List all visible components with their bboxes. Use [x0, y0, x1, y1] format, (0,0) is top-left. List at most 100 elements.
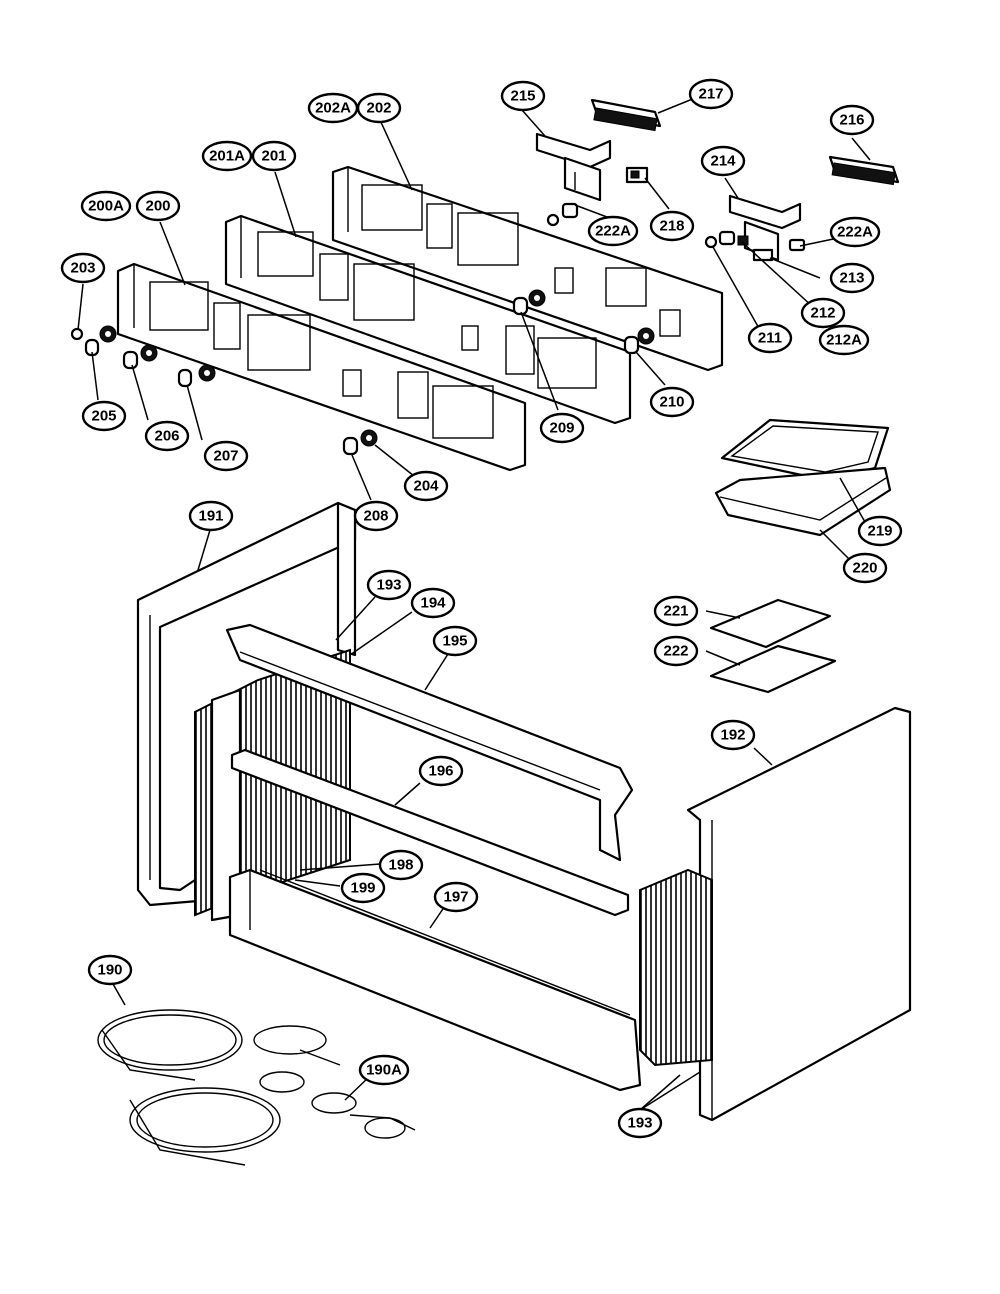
callout-195: 195: [432, 625, 478, 657]
callout-206: 206: [144, 420, 190, 452]
callout-label: 191: [198, 508, 223, 525]
callout-210: 210: [649, 386, 695, 418]
bracket-215: [535, 132, 612, 202]
callout-label: 194: [420, 595, 446, 612]
callout-203: 203: [60, 252, 106, 284]
callout-212: 212: [800, 297, 846, 329]
callout-208: 208: [353, 500, 399, 532]
callout-200a: 200A: [80, 190, 132, 222]
callout-218: 218: [649, 210, 695, 242]
control-panel-201: [224, 214, 632, 425]
callout-label: 220: [852, 560, 877, 577]
callout-label: 190A: [366, 1062, 402, 1079]
callout-label: 192: [720, 727, 745, 744]
callout-209: 209: [539, 412, 585, 444]
callout-199: 199: [340, 872, 386, 904]
callout-211: 211: [747, 322, 793, 354]
callout-192: 192: [710, 719, 756, 751]
callout-label: 221: [663, 603, 688, 620]
callout-201a: 201A: [201, 140, 253, 172]
callout-label: 200A: [88, 198, 124, 215]
manuals: [709, 598, 837, 694]
callout-198: 198: [378, 849, 424, 881]
callout-214: 214: [700, 145, 746, 177]
callout-label: 222A: [837, 224, 873, 241]
callout-label: 196: [428, 763, 453, 780]
callout-201: 201: [251, 140, 297, 172]
callout-label: 204: [413, 478, 439, 495]
callout-label: 190: [97, 962, 122, 979]
terminal-block-217: [590, 98, 662, 132]
small-parts-222a-left: [546, 202, 579, 227]
callout-label: 205: [91, 408, 116, 425]
callout-label: 211: [758, 330, 782, 347]
callout-label: 193: [627, 1115, 652, 1132]
callout-label: 199: [350, 880, 375, 897]
callout-label: 219: [867, 523, 892, 540]
callout-194: 194: [410, 587, 456, 619]
knobs-and-caps: [70, 289, 655, 456]
callout-220: 220: [842, 552, 888, 584]
callout-215: 215: [500, 80, 546, 112]
clip-218: [625, 166, 649, 184]
terminal-block-216: [828, 155, 900, 186]
callout-207: 207: [203, 440, 249, 472]
callout-200: 200: [135, 190, 181, 222]
callout-202a: 202A: [307, 92, 359, 124]
callout-label: 215: [510, 88, 535, 105]
callout-label: 195: [442, 633, 467, 650]
callout-label: 200: [145, 198, 170, 215]
callout-label: 210: [659, 394, 684, 411]
base-pan-197: [228, 868, 642, 1092]
callout-193-top: 193: [366, 569, 412, 601]
callout-label: 216: [839, 112, 864, 129]
callout-label: 218: [659, 218, 684, 235]
callout-204: 204: [403, 470, 449, 502]
callout-202: 202: [356, 92, 402, 124]
callout-label: 213: [839, 270, 864, 287]
callout-213: 213: [829, 262, 875, 294]
control-panel-200: [116, 262, 527, 472]
callout-212a: 212A: [818, 324, 870, 356]
callout-label: 203: [70, 260, 95, 277]
callout-216: 216: [829, 104, 875, 136]
callout-190: 190: [87, 954, 133, 986]
wire-harnesses: [97, 1009, 416, 1166]
callout-221: 221: [653, 595, 699, 627]
callout-label: 212A: [826, 332, 862, 349]
callout-191: 191: [188, 500, 234, 532]
callout-label: 208: [363, 508, 388, 525]
callout-193-bottom: 193: [617, 1107, 663, 1139]
callout-label: 222: [663, 643, 688, 660]
callout-label: 198: [388, 857, 413, 874]
small-parts-211-213: [704, 230, 806, 262]
callout-label: 193: [376, 577, 401, 594]
callout-205: 205: [81, 400, 127, 432]
callout-217: 217: [688, 78, 734, 110]
callout-label: 207: [213, 448, 238, 465]
rail-196: [230, 748, 630, 917]
callout-222: 222: [653, 635, 699, 667]
tray-220: [714, 466, 892, 537]
side-panel-192: [639, 706, 912, 1122]
callout-label: 209: [549, 420, 574, 437]
callout-label: 201A: [209, 148, 245, 165]
side-panel-191: [136, 501, 357, 907]
callout-label: 202: [366, 100, 391, 117]
callout-222a-right: 222A: [829, 216, 881, 248]
callout-190a: 190A: [358, 1054, 410, 1086]
callout-label: 206: [154, 428, 179, 445]
callout-label: 197: [443, 889, 468, 906]
callout-label: 201: [261, 148, 286, 165]
control-panel-202: [331, 165, 724, 372]
callout-label: 212: [810, 305, 835, 322]
callout-label: 222A: [595, 223, 631, 240]
callout-196: 196: [418, 755, 464, 787]
callout-label: 214: [710, 153, 736, 170]
callout-222a-left: 222A: [587, 215, 639, 247]
callout-label: 202A: [315, 100, 351, 117]
callout-197: 197: [433, 881, 479, 913]
callout-219: 219: [857, 515, 903, 547]
callout-label: 217: [698, 86, 723, 103]
